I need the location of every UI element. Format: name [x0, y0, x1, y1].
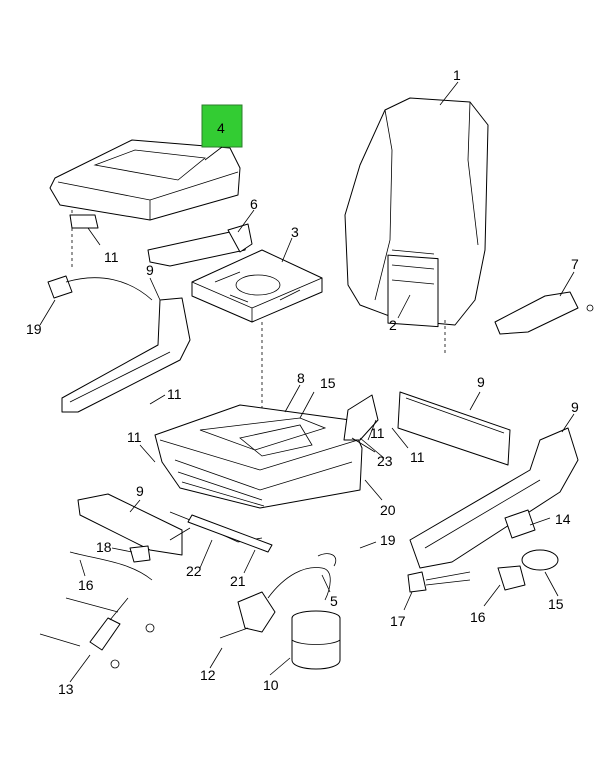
slide-rail [187, 514, 273, 553]
callout-9c: 9 [571, 399, 579, 415]
callout-15b: 15 [548, 596, 564, 612]
callout-4: 4 [217, 120, 225, 136]
callout-3: 3 [291, 224, 299, 240]
callout-8: 8 [297, 370, 305, 386]
callout-labels: 1 2 3 4 5 6 7 8 9 9 9 9 10 11 11 11 11 1… [26, 67, 579, 697]
suspension-frame [154, 404, 363, 509]
callout-11b: 11 [167, 386, 182, 402]
callout-19b: 19 [380, 532, 396, 548]
leader-lines [39, 81, 575, 683]
callout-18: 18 [96, 539, 112, 555]
callout-23: 23 [377, 453, 393, 469]
callout-22: 22 [186, 563, 202, 579]
left-armrest [147, 223, 253, 267]
shock-absorber [39, 597, 155, 669]
callout-11d: 11 [370, 425, 385, 441]
callout-10: 10 [263, 677, 279, 693]
right-armrest [494, 291, 594, 335]
swivel-plate [191, 249, 323, 420]
callout-9a: 9 [146, 262, 154, 278]
wire-harness [407, 571, 471, 593]
callout-2: 2 [389, 317, 397, 333]
air-valve [219, 591, 276, 639]
side-panel-left [61, 297, 191, 413]
callout-7: 7 [571, 256, 579, 272]
air-spring [291, 610, 341, 670]
callout-1: 1 [453, 67, 461, 83]
callout-17: 17 [390, 613, 406, 629]
cable-16 [69, 545, 153, 581]
pedestal-19 [47, 275, 153, 301]
air-hose [267, 553, 337, 601]
callout-11a: 11 [104, 249, 119, 265]
callout-13: 13 [58, 681, 74, 697]
callout-15a: 15 [320, 375, 336, 391]
latch-bracket [343, 394, 379, 453]
callout-6: 6 [250, 196, 258, 212]
callout-16b: 16 [470, 609, 486, 625]
control-module [497, 509, 559, 591]
callout-12: 12 [200, 667, 216, 683]
side-panel-lower-left [77, 493, 183, 556]
callout-20: 20 [380, 502, 396, 518]
side-panel-lower-right [409, 427, 579, 569]
callout-11e: 11 [410, 449, 425, 465]
callout-9b: 9 [477, 374, 485, 390]
callout-5: 5 [330, 593, 338, 609]
callout-19a: 19 [26, 321, 42, 337]
callout-9d: 9 [136, 483, 144, 499]
callout-11c: 11 [127, 429, 142, 445]
seat-backrest [344, 97, 489, 355]
seat-cushion [49, 139, 241, 270]
callout-21: 21 [230, 573, 246, 589]
callout-14: 14 [555, 511, 571, 527]
callout-16a: 16 [78, 577, 94, 593]
side-panel-right-upper [397, 391, 511, 466]
